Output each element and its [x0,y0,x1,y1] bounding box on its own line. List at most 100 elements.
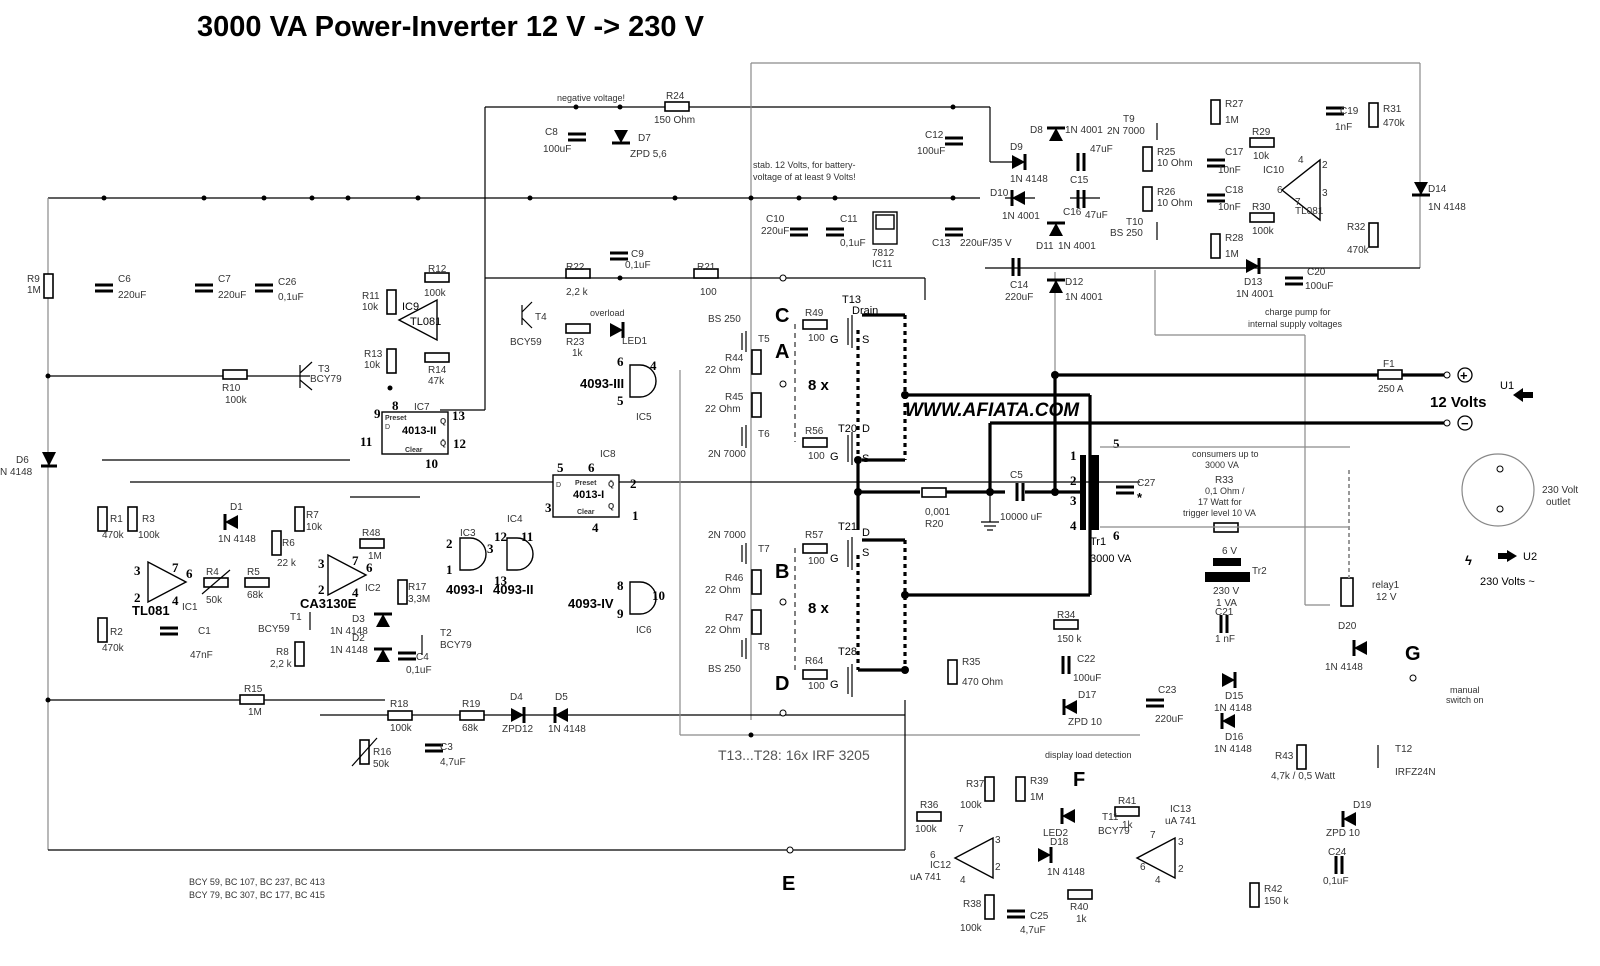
tr2-pri: 230 V [1213,586,1239,597]
svg-text:2: 2 [1178,864,1184,875]
nand-ic3 [459,537,487,571]
r29-ref: R29 [1252,127,1271,138]
r25-ref: R25 [1157,147,1176,158]
c3-val: 4,7uF [440,757,466,768]
c12-ref: C12 [925,130,944,141]
svg-text:7: 7 [352,553,359,568]
d10-val: 1N 4001 [1002,211,1040,222]
ic12-ref: IC12 [930,860,952,871]
r27-val: 1M [1225,115,1239,126]
resistor-r45 [751,392,762,418]
r37-ref: R37 [966,779,985,790]
c21-val: 1 nF [1215,634,1235,645]
ic5-ref: IC5 [636,412,652,423]
t7-ref: T7 [758,544,770,555]
svg-text:D: D [862,423,870,435]
svg-text:6: 6 [930,850,936,861]
note-stab2: voltage of at least 9 Volts! [753,172,856,182]
t9-ref: T9 [1123,114,1135,125]
c7-ref: C7 [218,274,231,285]
r28-ref: R28 [1225,233,1244,244]
r3-ref: R3 [142,514,155,525]
c22-val: 100uF [1073,673,1101,684]
r8-val: 2,2 k [270,659,293,670]
c6-val: 220uF [118,290,146,301]
svg-text:4: 4 [172,593,179,608]
outlet-label1: 230 Volt [1542,485,1578,496]
svg-text:5: 5 [557,460,564,475]
ic10-ref: IC10 [1263,165,1285,176]
nand-ic4 [506,537,534,571]
c9-ref: C9 [631,249,644,260]
test-point-g: G [1405,643,1421,665]
c4-val: 0,1uF [406,665,432,676]
svg-text:8: 8 [617,578,624,593]
r17-ref: R17 [408,582,427,593]
t9-val: 2N 7000 [1107,126,1145,137]
svg-text:2: 2 [134,590,141,605]
d6-val: N 4148 [0,467,33,478]
r30-ref: R30 [1252,202,1271,213]
opamp-ic1 [147,560,188,604]
opamp-ic9 [397,298,438,342]
resistor-r14 [424,352,450,363]
c14-ref: C14 [1010,280,1029,291]
f1-ref: F1 [1383,359,1395,370]
svg-text:1: 1 [1070,448,1077,463]
c17-val: 10nF [1218,165,1241,176]
c3-ref: C3 [440,742,453,753]
resistor-r11 [386,289,397,315]
r8-ref: R8 [276,647,289,658]
resistor-r24 [664,101,690,112]
svg-text:10: 10 [425,456,438,471]
r38-ref: R38 [963,899,982,910]
r6-val: 22 k [277,558,297,569]
c22-ref: C22 [1077,654,1096,665]
svg-text:Q: Q [440,417,446,426]
r42-val: 150 k [1264,896,1289,907]
svg-text:6: 6 [1140,862,1146,873]
r32-val: 470k [1347,245,1370,256]
c1-val: 47nF [190,650,213,661]
d2-val: 1N 4148 [330,645,368,656]
c26-val: 0,1uF [278,292,304,303]
resistor-r17 [397,579,408,605]
d18-val: 1N 4148 [1047,867,1085,878]
svg-text:3: 3 [1322,188,1328,199]
resistor-r34 [1053,619,1079,630]
d14-val: 1N 4148 [1428,202,1466,213]
c15-val: 47uF [1090,144,1113,155]
r5-val: 68k [247,590,264,601]
svg-text:Clear: Clear [405,447,423,454]
r2-ref: R2 [110,627,123,638]
d5-ref: D5 [555,692,568,703]
ic5-val: 4093-III [580,376,624,391]
r7-ref: R7 [306,510,319,521]
r21-ref: R21 [697,262,716,273]
t12-ref: T12 [1395,744,1413,755]
watermark: WWW.AFIATA.COM [905,400,1080,421]
resistor-r2 [97,617,108,643]
t13-ref: T13 [842,294,861,306]
svg-text:Q: Q [608,502,614,511]
svg-text:D: D [862,527,870,539]
r57-val: 100 [808,556,825,567]
svg-text:5: 5 [617,393,624,408]
note-r33-1: 0,1 Ohm / [1205,486,1245,496]
d7-ref: D7 [638,133,651,144]
resistor-r57 [802,543,828,554]
d16-ref: D16 [1225,732,1244,743]
t4-ref: T4 [535,312,547,323]
ic1-val: TL081 [132,603,170,618]
c18-ref: C18 [1225,185,1244,196]
diodes: D6 N 4148 D7 ZPD 5,6 D8 1N 4001 D9 1N 41… [0,125,1466,878]
ic4-ref: IC4 [507,514,523,525]
resistor-r47 [751,609,762,635]
svg-text:6: 6 [366,560,373,575]
note-transistor-eq2: BCY 79, BC 307, BC 177, BC 415 [189,890,325,900]
r45-ref: R45 [725,392,744,403]
resistor-r20 [921,487,947,498]
c23-ref: C23 [1158,685,1177,696]
d13-val: 1N 4001 [1236,289,1274,300]
